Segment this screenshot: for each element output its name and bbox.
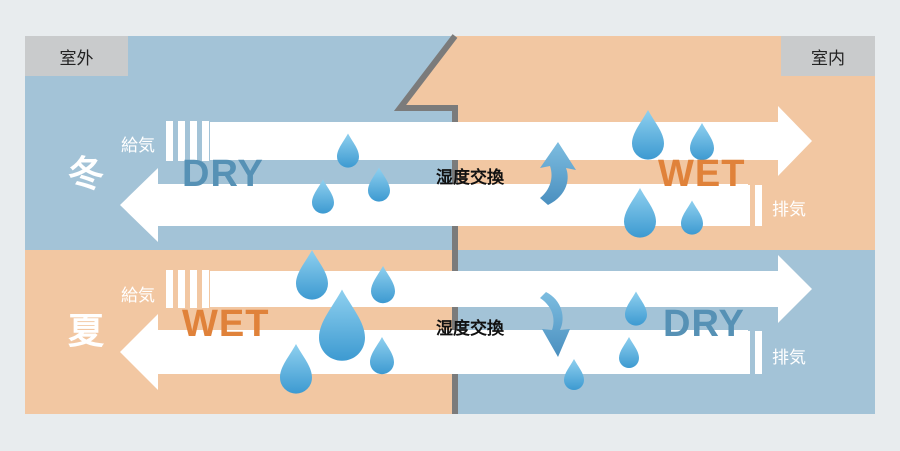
summer-exhaust-label: 排気 <box>772 348 806 368</box>
wall-divider <box>393 34 458 414</box>
winter-indoor-state: WET <box>658 153 746 195</box>
winter-exchange-label: 湿度交換 <box>436 168 504 188</box>
winter-supply-arrow <box>210 106 812 176</box>
water-drop-icon <box>319 289 365 361</box>
winter-season-label: 冬 <box>67 154 104 195</box>
water-drop-icon <box>625 291 647 326</box>
summer-supply-label: 給気 <box>121 286 155 306</box>
water-drop-icon <box>371 266 395 304</box>
summer-exchange-label: 湿度交換 <box>436 319 504 339</box>
indoor-label: 室内 <box>781 36 875 76</box>
water-drop-icon <box>690 123 714 161</box>
summer-indoor-state: DRY <box>663 303 745 345</box>
summer-season-label: 夏 <box>67 311 104 352</box>
summer-outdoor-state: WET <box>182 303 270 345</box>
winter-supply-vent <box>166 121 209 161</box>
water-drop-icon <box>312 179 334 214</box>
water-drop-icon <box>337 133 359 168</box>
summer-supply-arrow <box>210 255 812 323</box>
summer-exhaust-vent <box>719 331 762 374</box>
water-drop-icon <box>280 344 312 394</box>
summer-supply-vent <box>166 270 209 308</box>
summer-drops <box>280 250 647 394</box>
water-drop-icon <box>624 188 656 238</box>
winter-supply-label: 給気 <box>121 136 155 156</box>
winter-exhaust-vent <box>719 185 762 226</box>
water-drop-icon <box>681 200 703 235</box>
water-drop-icon <box>564 359 584 390</box>
water-drop-icon <box>296 250 328 300</box>
water-drop-icon <box>368 167 390 202</box>
water-drop-icon <box>632 110 664 160</box>
winter-exhaust-label: 排気 <box>772 200 806 220</box>
summer-exchange-arrow-icon <box>540 292 570 357</box>
summer-exhaust-arrow <box>120 314 748 390</box>
outdoor-label: 室外 <box>25 36 128 76</box>
winter-exhaust-arrow <box>120 168 748 242</box>
water-drop-icon <box>370 337 394 375</box>
water-drop-icon <box>619 337 639 368</box>
winter-exchange-arrow-icon <box>540 142 576 205</box>
winter-outdoor-state: DRY <box>182 153 264 195</box>
winter-drops <box>312 110 714 238</box>
